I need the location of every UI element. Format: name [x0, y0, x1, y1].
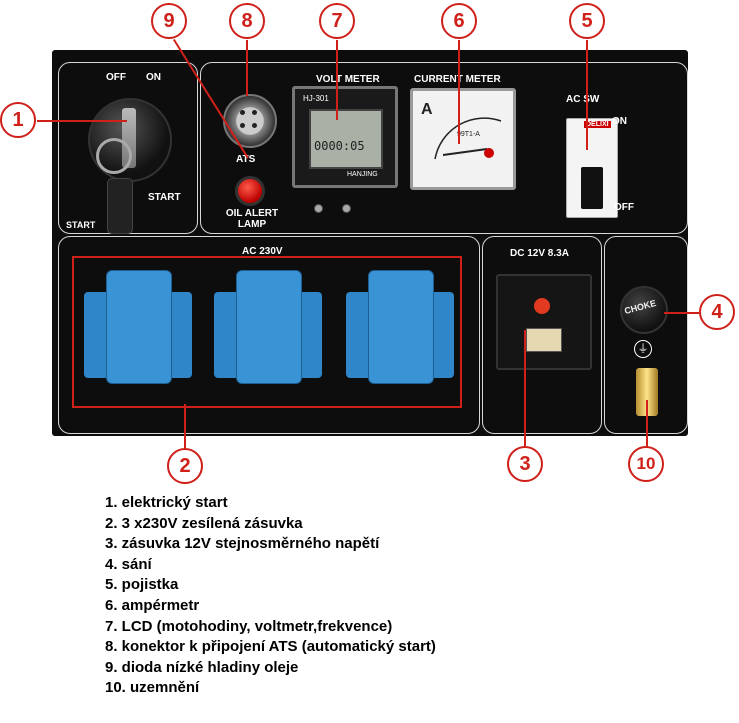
ignition-switch[interactable] — [88, 98, 172, 182]
ignition-start-label: START — [148, 192, 181, 203]
dc-socket[interactable] — [496, 274, 592, 370]
ac-outlets-section — [58, 236, 480, 434]
callout-3: 3 — [507, 446, 543, 482]
ac-outlet-3[interactable] — [346, 270, 454, 388]
callout-4-leader — [664, 312, 700, 314]
ac-switch-on-label: ON — [612, 116, 627, 127]
ammeter-unit: A — [421, 101, 433, 118]
breaker-toggle[interactable] — [581, 167, 603, 209]
dc-label: DC 12V 8.3A — [510, 248, 569, 259]
ammeter-title: CURRENT METER — [414, 74, 501, 85]
oil-alert-lamp — [235, 176, 265, 206]
callout-7: 7 — [319, 3, 355, 39]
legend-list: 1. elektrický start 2. 3 x230V zesílená … — [105, 493, 436, 699]
instrument-section — [200, 62, 688, 234]
ac-switch-title: AC SW — [566, 94, 600, 105]
ignition-on-label: ON — [146, 72, 161, 83]
ammeter-dial — [434, 117, 502, 160]
dc-section — [482, 236, 602, 434]
callout-8: 8 — [229, 3, 265, 39]
callout-4: 4 — [699, 294, 735, 330]
choke-label: CHOKE — [623, 297, 658, 317]
ats-label: ATS — [236, 154, 256, 165]
legend-item: 6. ampérmetr — [105, 596, 200, 614]
ac-outlet-1[interactable] — [84, 270, 192, 388]
legend-item: 5. pojistka — [105, 576, 179, 594]
ammeter: A 99T1-A — [410, 88, 516, 190]
callout-10: 10 — [628, 446, 664, 482]
dc-fuse-button[interactable] — [534, 298, 550, 314]
key-ring-icon — [96, 138, 132, 174]
callout-2-leader — [184, 404, 186, 449]
callout-10-leader — [646, 400, 648, 447]
ammeter-model: 99T1-A — [457, 131, 480, 138]
ignition-off-label: OFF — [106, 72, 126, 83]
legend-item: 9. dioda nízké hladiny oleje — [105, 658, 299, 676]
callout-1: 1 — [0, 102, 36, 138]
legend-item: 10. uzemnění — [105, 679, 200, 697]
callout-6-leader — [458, 40, 460, 144]
callout-5: 5 — [569, 3, 605, 39]
ats-connector[interactable] — [223, 94, 277, 148]
lcd-reading: 0000:05 — [314, 139, 365, 153]
key-fob-icon — [107, 178, 133, 234]
oil-alert-label: OIL ALERT LAMP — [225, 208, 279, 230]
ac-outlets-label: AC 230V — [242, 246, 283, 257]
generator-control-panel: OFF ON START START ATS OIL ALERT LAMP VO… — [52, 50, 688, 436]
lcd-screen: 0000:05 — [309, 109, 383, 169]
callout-5-leader — [586, 40, 588, 150]
callout-1-leader — [37, 120, 127, 122]
ground-terminal[interactable] — [636, 368, 658, 416]
legend-item: 8. konektor k připojení ATS (automatický… — [105, 638, 436, 656]
ground-symbol-icon: ⏚ — [634, 340, 652, 358]
choke-knob[interactable]: CHOKE — [620, 286, 668, 334]
ac-outlet-2[interactable] — [214, 270, 322, 388]
callout-8-leader — [246, 40, 248, 96]
voltmeter-lcd: HJ-301 0000:05 HANJING — [292, 86, 398, 188]
voltmeter-brand-bottom: HANJING — [347, 171, 378, 178]
callout-3-leader — [524, 330, 526, 447]
callout-6: 6 — [441, 3, 477, 39]
ac-switch-off-label: OFF — [614, 202, 634, 213]
ac-outlets-highlight — [72, 256, 462, 408]
callout-7-leader — [336, 40, 338, 120]
callout-2: 2 — [167, 448, 203, 484]
legend-item: 4. sání — [105, 555, 152, 573]
ac-breaker[interactable]: DELIXI — [566, 118, 618, 218]
legend-item: 3. zásuvka 12V stejnosměrného napětí — [105, 535, 380, 553]
legend-item: 2. 3 x230V zesílená zásuvka — [105, 514, 303, 532]
callout-9: 9 — [151, 3, 187, 39]
legend-item: 1. elektrický start — [105, 494, 228, 511]
voltmeter-title: VOLT METER — [316, 74, 380, 85]
ignition-start-left-label: START — [66, 220, 96, 230]
legend-item: 7. LCD (motohodiny, voltmetr,frekvence) — [105, 617, 393, 635]
voltmeter-brand-top: HJ-301 — [303, 94, 329, 103]
breaker-brand: DELIXI — [584, 121, 611, 128]
